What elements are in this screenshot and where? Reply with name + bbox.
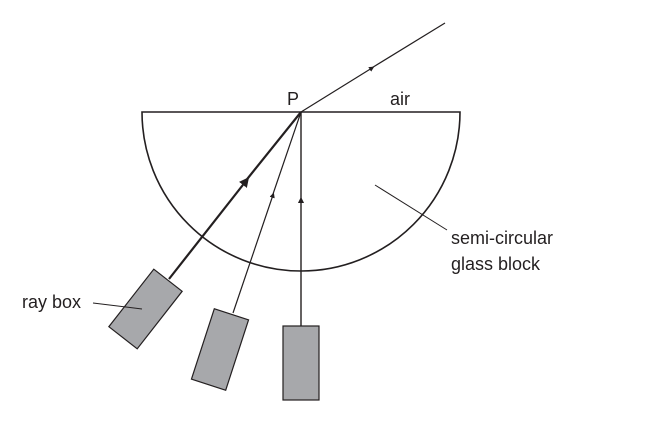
air-label: air xyxy=(390,89,410,109)
ray-box-3 xyxy=(282,325,320,401)
ray-box-label: ray box xyxy=(22,292,81,312)
refracted-ray xyxy=(300,22,446,113)
incident-ray-1 xyxy=(168,111,302,280)
incident-ray-2 xyxy=(232,111,302,314)
ray-box-leader-line xyxy=(92,302,143,310)
glass-block-label-line1: semi-circular xyxy=(451,228,553,248)
glass-block-leader-line xyxy=(374,184,448,231)
point-p-label: P xyxy=(287,89,299,109)
glass-block-label-line2: glass block xyxy=(451,254,541,274)
ray-box-2 xyxy=(190,307,250,392)
glass-block xyxy=(141,111,461,272)
ray-box-1 xyxy=(108,268,183,350)
